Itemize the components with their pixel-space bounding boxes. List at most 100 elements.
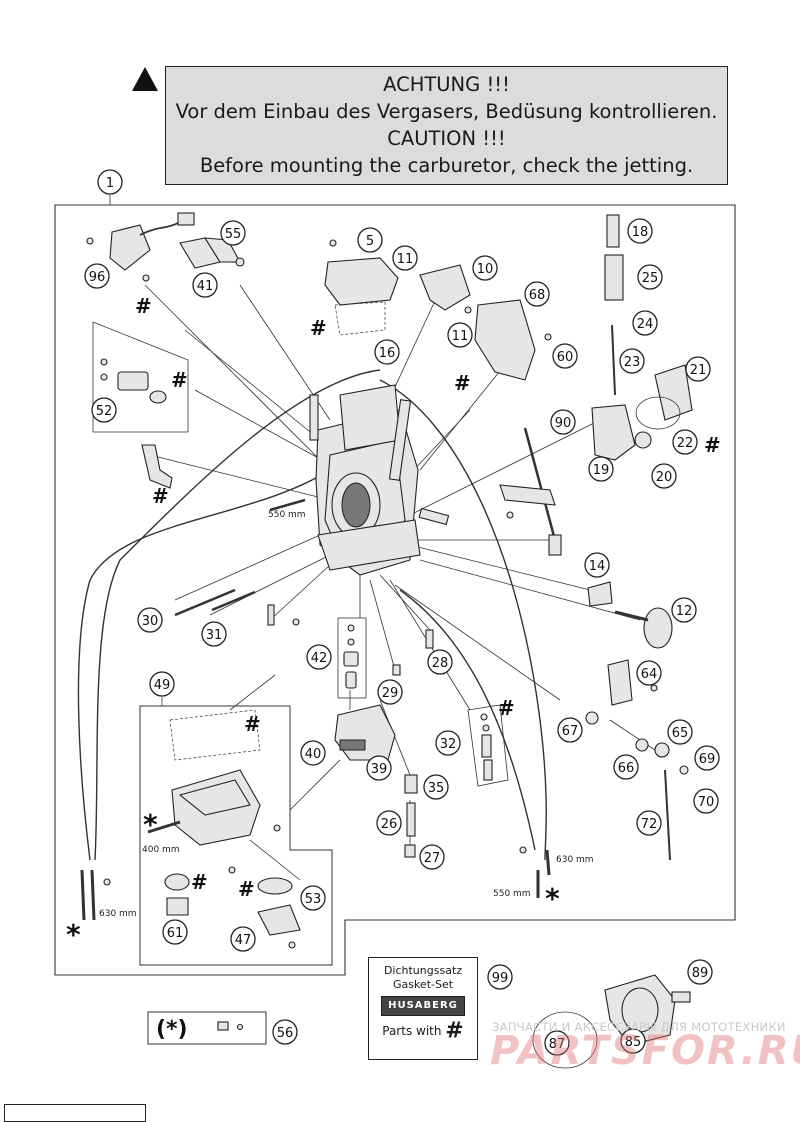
svg-text:72: 72: [641, 817, 658, 832]
svg-text:27: 27: [424, 851, 441, 866]
callout-16: 16: [374, 339, 400, 365]
callout-42: 42: [306, 644, 332, 670]
caution-line-4: Before mounting the carburetor, check th…: [199, 154, 694, 177]
svg-text:30: 30: [142, 614, 159, 629]
needle-kit-frame: [337, 617, 367, 699]
hash-marker: #: [454, 371, 471, 395]
hose-length-label: 550 mm: [493, 889, 531, 899]
callout-10: 10: [472, 255, 498, 281]
callout-24: 24: [632, 310, 658, 336]
svg-text:99: 99: [492, 971, 509, 986]
svg-text:25: 25: [642, 271, 659, 286]
accelerator-pump: [591, 214, 693, 461]
hose-ends: [80, 846, 551, 921]
svg-text:87: 87: [549, 1037, 566, 1052]
svg-text:90: 90: [555, 416, 572, 431]
cable-bracket: [419, 264, 472, 314]
svg-text:20: 20: [656, 470, 673, 485]
svg-text:68: 68: [529, 288, 546, 303]
callout-72: 72: [636, 810, 662, 836]
pilot-jet: [425, 629, 434, 649]
svg-text:28: 28: [432, 656, 449, 671]
caution-line-1: ACHTUNG !!!: [383, 73, 510, 96]
callout-61: 61: [162, 919, 188, 945]
callout-60: 60: [552, 343, 578, 369]
caution-notice: ACHTUNG !!! Vor dem Einbau des Vergasers…: [165, 66, 728, 185]
throttle-drum: [587, 581, 673, 649]
svg-text:52: 52: [96, 404, 113, 419]
assembly-frame: [54, 204, 736, 976]
throttle-slide: [334, 704, 396, 761]
intake-flange: [532, 974, 691, 1069]
svg-text:96: 96: [89, 270, 106, 285]
callout-39: 39: [366, 755, 392, 781]
callout-11-top: 11: [392, 245, 418, 271]
star-paren-marker: (*): [156, 1017, 188, 1042]
idle-screw-assembly: [100, 358, 167, 404]
gasket-set-label-de: Dichtungssatz: [383, 964, 463, 977]
svg-text:85: 85: [625, 1035, 642, 1050]
callout-99: 99: [487, 964, 513, 990]
callout-19: 19: [588, 456, 614, 482]
svg-text:89: 89: [692, 966, 709, 981]
callout-28: 28: [427, 649, 453, 675]
callout-49: 49: [149, 671, 175, 697]
caution-line-3: CAUTION !!!: [387, 127, 506, 150]
svg-text:61: 61: [167, 926, 184, 941]
callout-65: 65: [667, 719, 693, 745]
callout-96: 96: [84, 263, 110, 289]
brand-logo: HUSABERG: [381, 996, 465, 1016]
svg-text:49: 49: [154, 678, 171, 693]
clip-parts: [217, 1021, 244, 1031]
callout-5: 5: [357, 227, 383, 253]
svg-text:47: 47: [235, 933, 252, 948]
needle-jet: [404, 774, 418, 858]
hash-marker: #: [152, 484, 169, 508]
svg-text:16: 16: [379, 346, 396, 361]
hose-length-label: 400 mm: [142, 845, 180, 855]
hose-length-label: 630 mm: [556, 855, 594, 865]
throttle-sensor: [86, 212, 195, 282]
svg-text:32: 32: [440, 737, 457, 752]
hash-marker: #: [498, 696, 515, 720]
hash-marker: #: [704, 433, 721, 457]
callout-35: 35: [423, 774, 449, 800]
hose-markers: * * * (*): [66, 808, 560, 1042]
callout-32: 32: [435, 730, 461, 756]
svg-text:11: 11: [397, 252, 414, 267]
star-marker: *: [143, 808, 158, 841]
main-jet: [392, 664, 401, 676]
hash-marker: #: [310, 316, 327, 340]
carburetor-body: [309, 384, 421, 576]
caution-line-2: Vor dem Einbau des Vergasers, Bedüsung k…: [175, 100, 718, 123]
svg-text:19: 19: [593, 463, 610, 478]
svg-text:69: 69: [699, 752, 716, 767]
callout-27: 27: [419, 844, 445, 870]
svg-text:35: 35: [428, 781, 445, 796]
star-marker: *: [545, 882, 560, 915]
svg-text:65: 65: [672, 726, 689, 741]
vent-hoses: [77, 369, 547, 861]
choke-cable: [499, 427, 562, 556]
hash-marker: #: [238, 877, 255, 901]
watermark-tagline: ЗАПЧАСТИ И АКСЕССУАРЫ ДЛЯ МОТОТЕХНИКИ: [492, 1020, 786, 1034]
svg-text:1: 1: [106, 176, 114, 191]
callout-47: 47: [230, 926, 256, 952]
top-cover: [324, 239, 399, 336]
gasket-parts-hash: #: [445, 1018, 464, 1044]
callout-18: 18: [627, 218, 653, 244]
float-bowl-frame: [139, 705, 333, 966]
svg-text:67: 67: [562, 724, 579, 739]
svg-text:29: 29: [382, 686, 399, 701]
callout-41: 41: [192, 272, 218, 298]
svg-text:55: 55: [225, 227, 242, 242]
callout-87: 87: [544, 1030, 570, 1056]
svg-text:10: 10: [477, 262, 494, 277]
svg-text:70: 70: [698, 795, 715, 810]
body-screws: [174, 498, 450, 626]
callout-89: 89: [687, 959, 713, 985]
svg-text:18: 18: [632, 225, 649, 240]
callout-14: 14: [584, 552, 610, 578]
jet-kit-parts: [480, 713, 493, 781]
